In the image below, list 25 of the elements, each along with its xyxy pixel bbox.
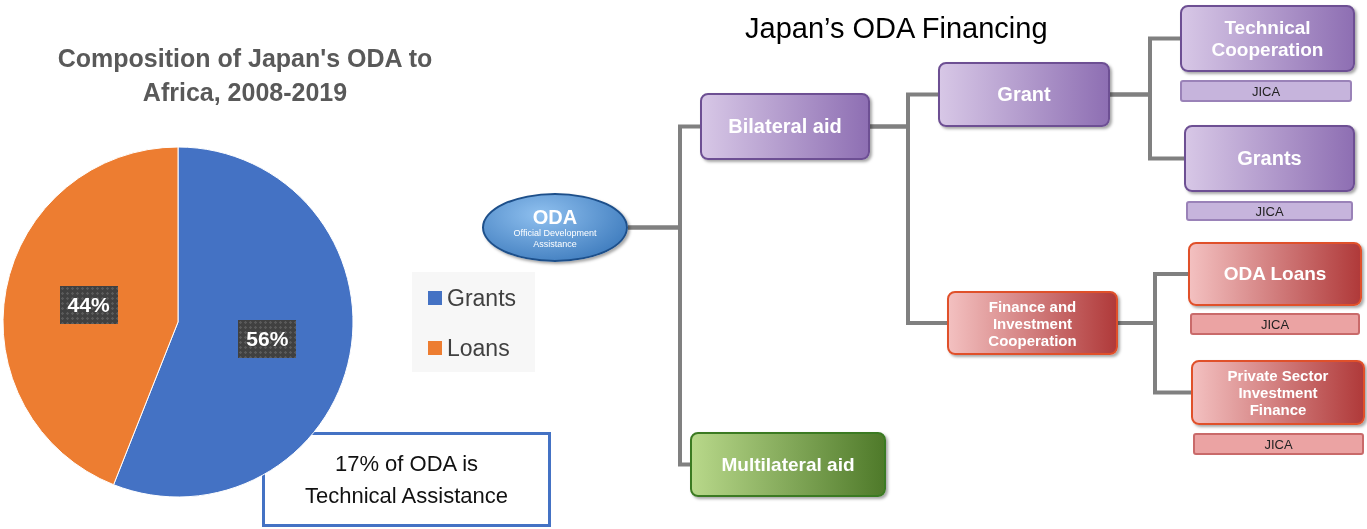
node-heading: ODA xyxy=(532,205,578,228)
rounded-box: Bilateral aid xyxy=(700,93,870,160)
data-label: 44% xyxy=(59,285,118,324)
chart-title: Composition of Japan's ODA to Africa, 2008-2019 xyxy=(56,43,434,108)
rounded-box: Private Sector Investment Finance xyxy=(1191,360,1365,425)
rounded-box: ODA Loans xyxy=(1188,242,1362,306)
legend-label: Loans xyxy=(447,335,510,362)
rounded-box: Technical Cooperation xyxy=(1180,5,1355,72)
connector-line xyxy=(870,124,947,325)
agency-tag: JICA xyxy=(1180,80,1352,102)
agency-tag: JICA xyxy=(1190,313,1360,335)
data-label: 56% xyxy=(238,320,297,359)
agency-tag: JICA xyxy=(1186,201,1353,221)
legend-label: Grants xyxy=(447,285,517,312)
rounded-box: Finance and Investment Cooperation xyxy=(947,291,1118,355)
diagram-title: Japan’s ODA Financing xyxy=(745,12,1048,45)
rounded-box: Grant xyxy=(938,62,1110,127)
connector-line xyxy=(1110,92,1184,161)
node-subtitle: Official Development Assistance xyxy=(512,227,598,250)
rounded-box: Multilateral aid xyxy=(690,432,886,497)
connector-line xyxy=(1118,321,1191,395)
connector-line xyxy=(628,225,690,467)
agency-tag: JICA xyxy=(1193,433,1364,455)
rounded-box: Grants xyxy=(1184,125,1355,192)
callout-box: 17% of ODA is Technical Assistance xyxy=(262,432,551,527)
